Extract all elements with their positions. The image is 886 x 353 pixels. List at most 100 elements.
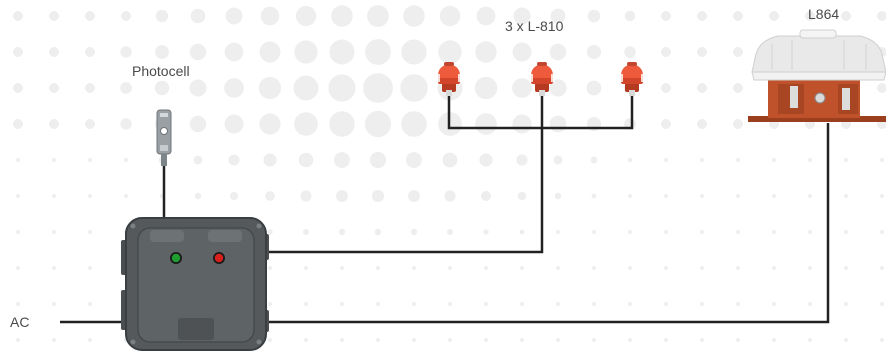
background-dot [808, 158, 812, 162]
background-dot [586, 44, 602, 60]
background-dot [401, 111, 427, 137]
background-dot [772, 302, 776, 306]
background-dot [733, 119, 743, 129]
background-dot [554, 192, 562, 200]
background-dot [258, 76, 282, 100]
background-dot [259, 113, 281, 135]
background-dot [556, 230, 560, 234]
background-dot [772, 266, 776, 270]
background-dot [408, 190, 420, 202]
background-dot [700, 230, 704, 234]
background-dot [229, 191, 239, 201]
background-dot [155, 45, 169, 59]
background-dot [49, 83, 59, 93]
background-dot [700, 302, 704, 306]
photocell-sensor-icon [156, 109, 172, 166]
background-dot [553, 155, 563, 165]
background-dot [664, 194, 668, 198]
background-dot [808, 302, 812, 306]
background-dot [516, 154, 528, 166]
background-dot [877, 83, 886, 93]
background-dot [340, 266, 344, 270]
background-dot [410, 228, 418, 236]
background-dot [844, 158, 848, 162]
background-dot [512, 78, 532, 98]
background-dot [294, 40, 318, 64]
background-dot [877, 11, 886, 21]
background-dot [294, 112, 318, 136]
background-dot [442, 152, 458, 168]
background-dot [340, 338, 344, 342]
background-dot [265, 191, 275, 201]
background-dot [805, 11, 815, 21]
background-dot [733, 11, 743, 21]
background-dot [475, 41, 497, 63]
obstruction-light-icon [529, 62, 555, 96]
background-dot [736, 158, 740, 162]
background-dot [880, 266, 884, 270]
background-dot [16, 194, 20, 198]
background-dot [376, 338, 380, 342]
background-dot [664, 302, 668, 306]
background-dot [808, 230, 812, 234]
background-dot [331, 5, 353, 27]
background-dot [447, 229, 453, 235]
background-dot [664, 158, 668, 162]
background-dot [224, 42, 244, 62]
background-dot [412, 302, 416, 306]
background-dot [880, 158, 884, 162]
background-dot [85, 119, 95, 129]
background-dot [367, 5, 389, 27]
background-dot [592, 338, 596, 342]
background-dot [124, 194, 128, 198]
background-dot [772, 230, 776, 234]
background-dot [520, 302, 524, 306]
background-dot [586, 80, 602, 96]
background-dot [365, 39, 391, 65]
background-dot [300, 190, 312, 202]
obstruction-light-icon [619, 62, 645, 96]
background-dot [556, 338, 560, 342]
background-dot [841, 11, 851, 21]
background-dot [880, 194, 884, 198]
background-dot [121, 11, 131, 21]
background-dot [592, 230, 596, 234]
background-dot [733, 83, 743, 93]
background-dot [52, 194, 56, 198]
background-dot [700, 266, 704, 270]
background-dot [403, 5, 425, 27]
background-dot [880, 338, 884, 342]
background-dot [155, 9, 169, 23]
background-dot [769, 11, 779, 21]
background-dot [120, 118, 132, 130]
background-dot [772, 338, 776, 342]
background-dot [293, 75, 319, 101]
background-dot [697, 83, 707, 93]
background-dot [697, 47, 707, 57]
background-dot [224, 78, 244, 98]
background-dot [49, 119, 59, 129]
background-dot [304, 266, 308, 270]
background-dot [628, 338, 632, 342]
background-dot [736, 338, 740, 342]
l810-bus-wire [447, 90, 634, 130]
background-dot [549, 43, 567, 61]
background-dot [808, 194, 812, 198]
background-dot [49, 47, 59, 57]
background-dot [376, 302, 380, 306]
background-dot [808, 338, 812, 342]
background-dot [628, 194, 632, 198]
background-dot [303, 229, 309, 235]
background-dot [374, 228, 382, 236]
background-dot [16, 230, 20, 234]
background-dot [513, 7, 531, 25]
background-dot [123, 157, 129, 163]
background-dot [328, 74, 356, 102]
control-enclosure-icon [121, 217, 269, 351]
background-dot [448, 266, 452, 270]
background-dot [556, 266, 560, 270]
l810-wire [268, 96, 544, 254]
background-dot [363, 73, 393, 103]
background-dot [444, 190, 456, 202]
background-dot [268, 266, 272, 270]
